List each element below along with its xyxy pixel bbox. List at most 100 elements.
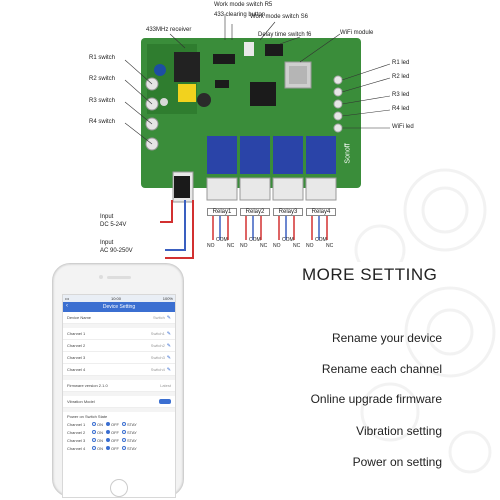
label-delay-switch: Delay time switch f6 [258, 32, 312, 38]
relay1-nc: NC [227, 243, 235, 249]
label-r3-led: R3 led [392, 92, 410, 98]
radio-label: OFF [111, 437, 119, 443]
relay1-com: COM [216, 237, 228, 243]
label-input-dc-range: DC 5-24V [100, 222, 127, 228]
relays [207, 136, 336, 174]
setting-row-channel-4[interactable]: Channel 4 Switch4✎ [63, 364, 175, 376]
edit-icon[interactable]: ✎ [166, 330, 171, 337]
label-r2-switch: R2 switch [89, 76, 116, 82]
radio-label: STAY [127, 445, 137, 451]
radio-label: ON [97, 421, 103, 427]
relay2-label: Relay2 [240, 208, 270, 216]
relay3-nc: NC [293, 243, 301, 249]
setting-row-firmware[interactable]: Firmware version 2.1.0 Latest [63, 380, 175, 392]
app-title-bar: ‹ Device Setting [63, 302, 175, 312]
label-r1-switch: R1 switch [89, 55, 116, 61]
label-r3-switch: R3 switch [89, 98, 116, 104]
back-icon[interactable]: ‹ [66, 303, 68, 309]
radio-label: OFF [111, 445, 119, 451]
label-r4-led: R4 led [392, 106, 410, 112]
relay1-label: Relay1 [207, 208, 237, 216]
board-diagram [124, 14, 487, 262]
relay2-com: COM [249, 237, 261, 243]
label-clearing-button: 433 clearing button [214, 12, 266, 18]
edit-icon[interactable]: ✎ [166, 314, 171, 321]
setting-row-device-name[interactable]: Device Name Switch✎ [63, 312, 175, 324]
radio-off[interactable] [106, 422, 110, 426]
radio-off[interactable] [106, 438, 110, 442]
radio-stay[interactable] [122, 430, 126, 434]
relay2-nc: NC [260, 243, 268, 249]
screen-title: Device Setting [102, 304, 136, 310]
label-r4-switch: R4 switch [89, 119, 116, 125]
radio-stay[interactable] [122, 446, 126, 450]
relay3-com: COM [282, 237, 294, 243]
feature-upgrade-firmware: Online upgrade firmware [310, 392, 442, 406]
radio-label: OFF [111, 429, 119, 435]
label-wifi-module: WiFi module [340, 30, 374, 36]
feature-rename-channel: Rename each channel [321, 362, 442, 376]
vibration-toggle[interactable] [159, 399, 171, 404]
setting-row-channel-3[interactable]: Channel 3 Switch3✎ [63, 352, 175, 364]
radio-stay[interactable] [122, 438, 126, 442]
power-on-row: Channel 4 ON OFF STAY [63, 444, 175, 452]
label-r2-led: R2 led [392, 74, 410, 80]
relay3-no: NO [273, 243, 281, 249]
relay4-label: Relay4 [306, 208, 336, 216]
relay1-no: NO [207, 243, 215, 249]
power-on-channel-label: Channel 4 [67, 445, 86, 451]
feature-vibration: Vibration setting [356, 424, 442, 438]
radio-off[interactable] [106, 446, 110, 450]
gear-decoration [360, 286, 496, 474]
status-bar: ••• 10:00 100% [63, 295, 175, 302]
feature-rename-device: Rename your device [331, 331, 442, 345]
battery-indicator: 100% [162, 296, 173, 301]
label-wifi-led: WiFi led [392, 124, 414, 130]
brand-logo: Sonoff [344, 143, 352, 164]
camera-icon [99, 275, 103, 279]
radio-stay[interactable] [122, 422, 126, 426]
relay4-no: NO [306, 243, 314, 249]
label-work-mode-r5: Work mode switch R5 [214, 2, 273, 8]
relay4-nc: NC [326, 243, 334, 249]
label-input-dc: Input [100, 214, 114, 220]
edit-icon[interactable]: ✎ [166, 354, 171, 361]
label-input-ac-range: AC 90-250V [100, 248, 133, 254]
earpiece [107, 276, 131, 279]
label-r1-led: R1 led [392, 60, 410, 66]
section-heading: MORE SETTING [302, 265, 438, 284]
label-input-ac: Input [100, 240, 114, 246]
signal-indicator: ••• [65, 296, 70, 301]
radio-on[interactable] [92, 422, 96, 426]
radio-on[interactable] [92, 430, 96, 434]
feature-power-on: Power on setting [352, 455, 442, 469]
power-on-channel-label: Channel 2 [67, 429, 86, 435]
relay3-label: Relay3 [273, 208, 303, 216]
edit-icon[interactable]: ✎ [166, 342, 171, 349]
label-receiver: 433MHz receiver [146, 27, 192, 33]
radio-label: STAY [127, 429, 137, 435]
setting-row-channel-1[interactable]: Channel 1 Switch1✎ [63, 328, 175, 340]
radio-label: ON [97, 437, 103, 443]
power-on-row: Channel 2 ON OFF STAY [63, 428, 175, 436]
radio-on[interactable] [92, 446, 96, 450]
radio-label: ON [97, 445, 103, 451]
home-button[interactable] [110, 479, 128, 497]
power-on-channel-label: Channel 1 [67, 421, 86, 427]
relay2-no: NO [240, 243, 248, 249]
power-on-row: Channel 3 ON OFF STAY [63, 436, 175, 444]
radio-on[interactable] [92, 438, 96, 442]
radio-label: STAY [127, 437, 137, 443]
radio-label: ON [97, 429, 103, 435]
status-time: 10:00 [110, 296, 121, 301]
setting-row-channel-2[interactable]: Channel 2 Switch2✎ [63, 340, 175, 352]
edit-icon[interactable]: ✎ [166, 366, 171, 373]
phone-mockup: ••• 10:00 100% ‹ Device Setting Device N… [52, 263, 184, 498]
power-on-state-heading: Power on Switch State [67, 414, 108, 419]
radio-label: STAY [127, 421, 137, 427]
phone-screen: ••• 10:00 100% ‹ Device Setting Device N… [62, 294, 176, 498]
radio-off[interactable] [106, 430, 110, 434]
power-on-channel-label: Channel 3 [67, 437, 86, 443]
